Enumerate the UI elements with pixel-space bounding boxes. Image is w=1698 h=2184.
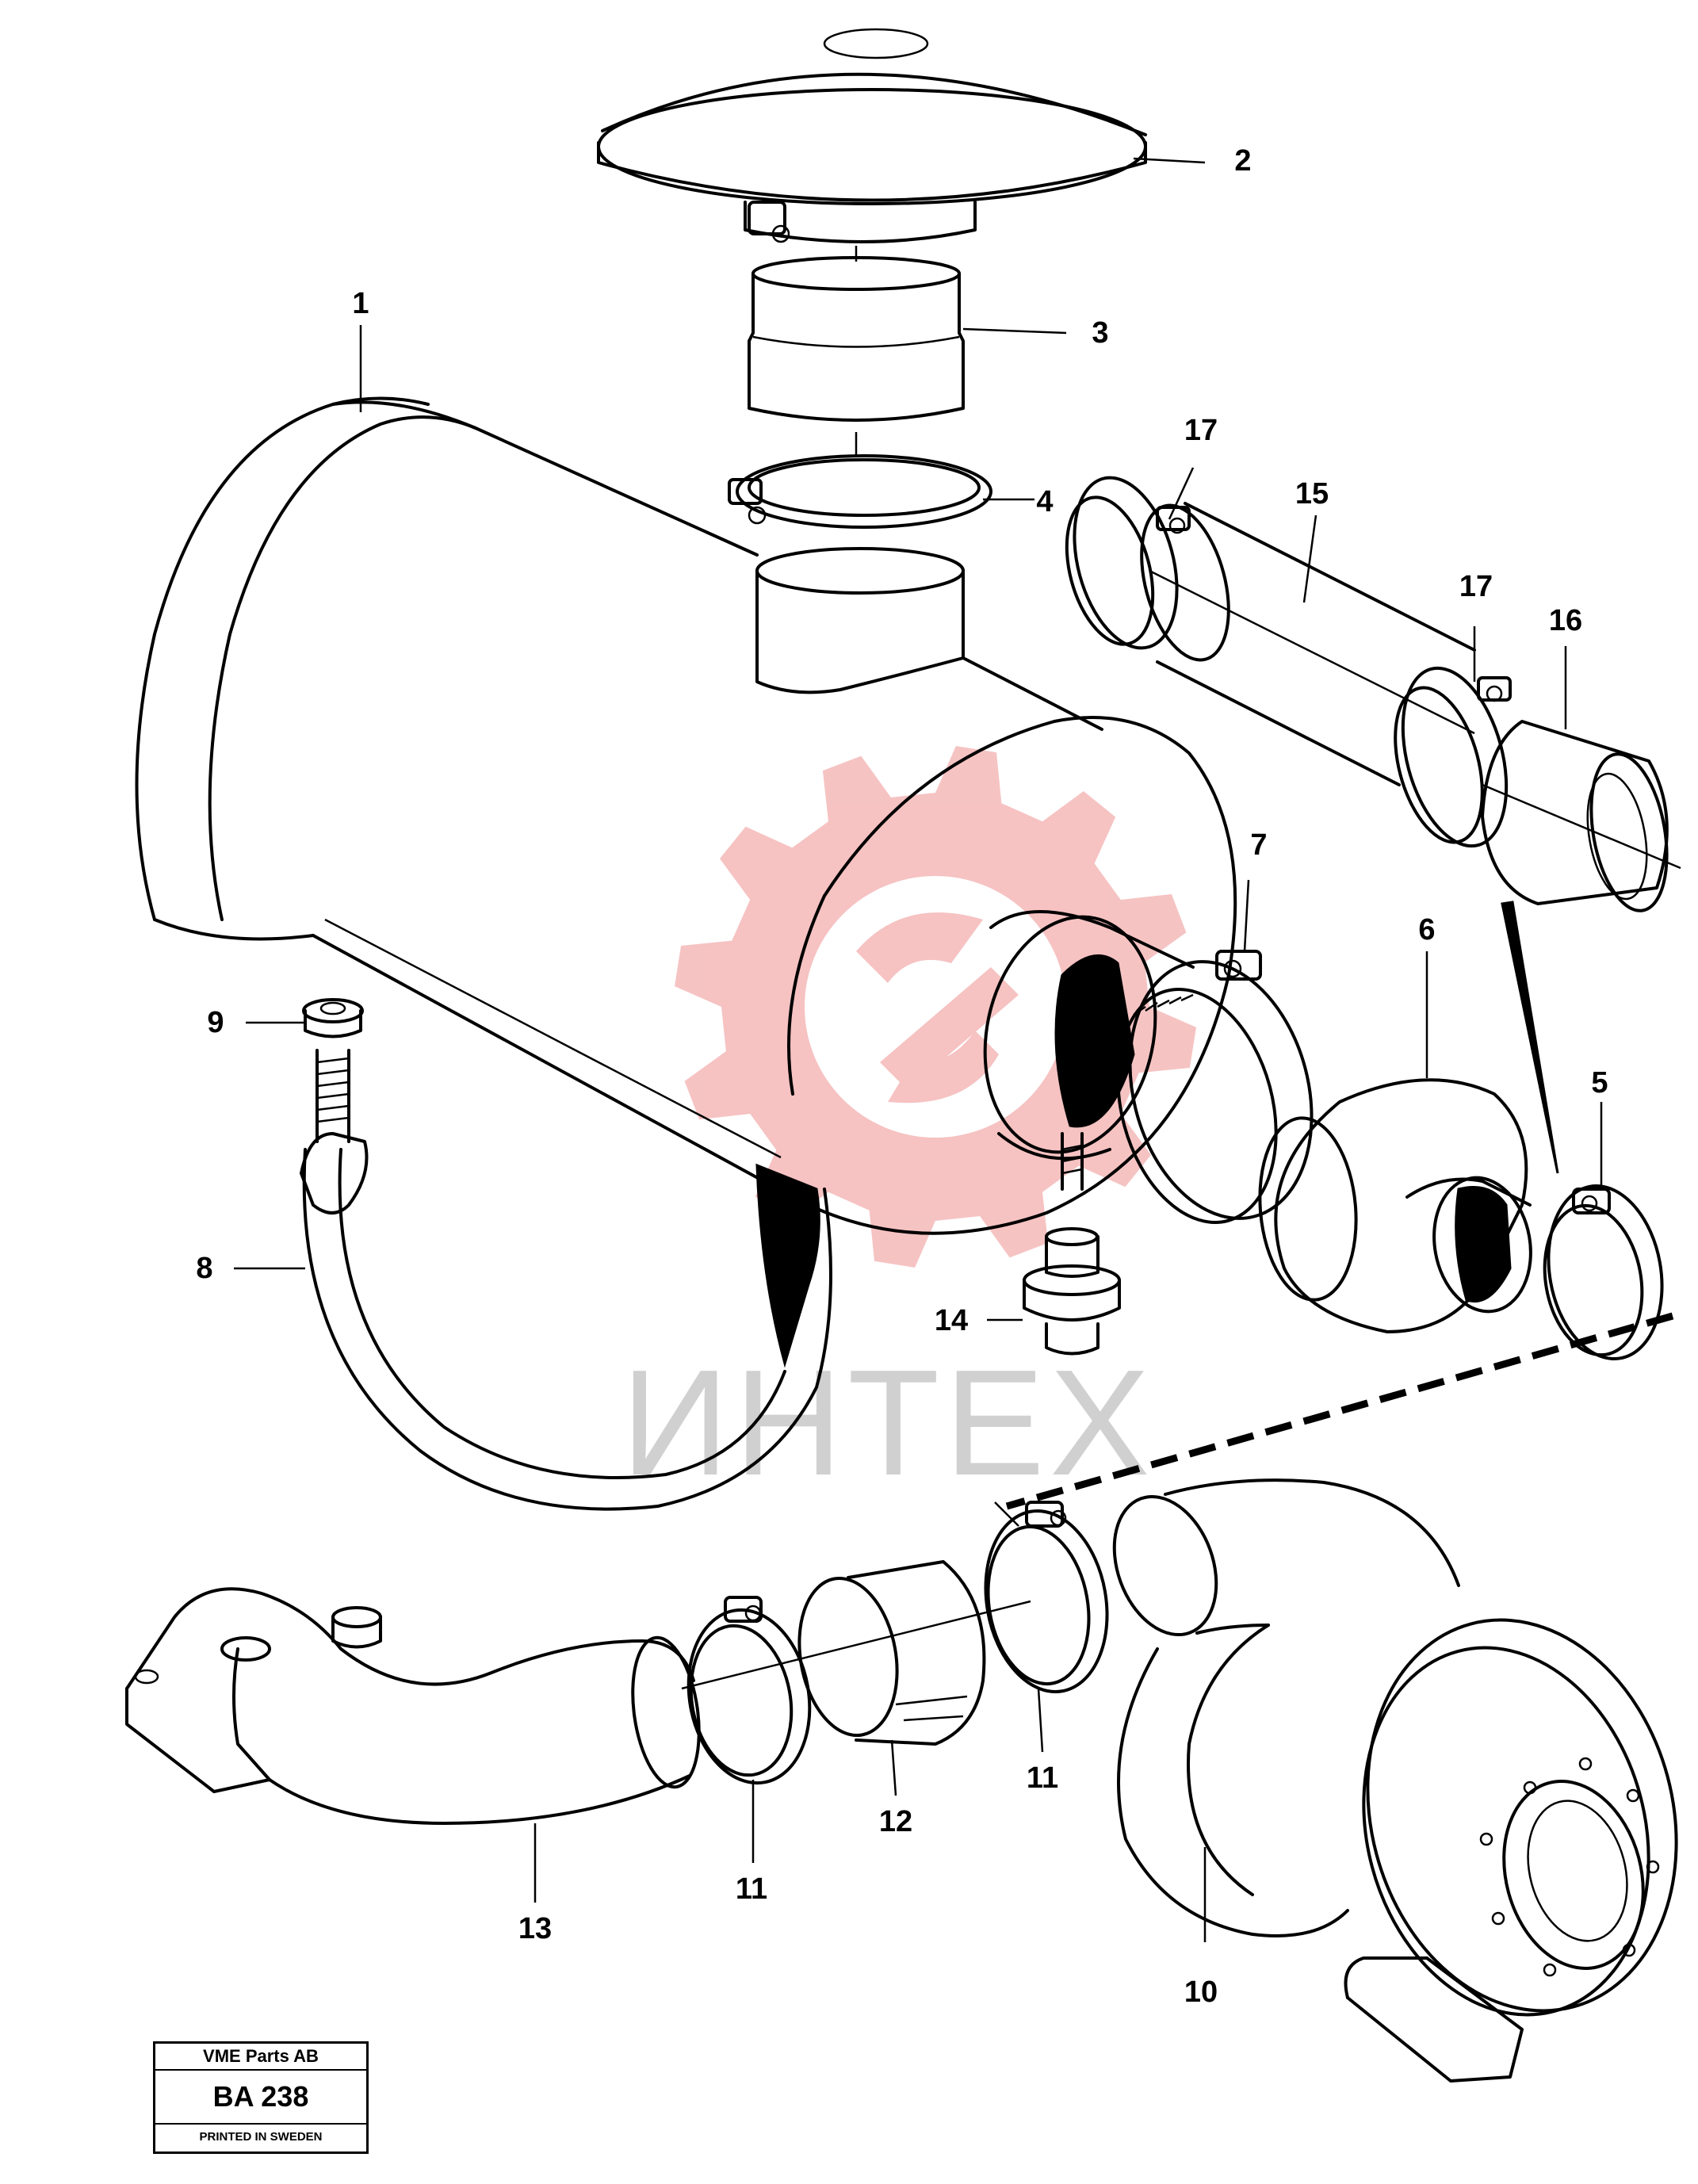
title-block-company: VME Parts AB bbox=[155, 2044, 366, 2071]
callout-9: 9 bbox=[207, 1006, 224, 1039]
part-3-sleeve bbox=[748, 246, 965, 422]
part-12-sleeve bbox=[797, 1560, 986, 1746]
part-10-turbocharger bbox=[1112, 1478, 1678, 2083]
callout-15: 15 bbox=[1295, 477, 1329, 511]
part-14-service-indicator bbox=[1023, 1132, 1121, 1356]
watermark-gear-icon bbox=[675, 746, 1196, 1268]
callout-11-right: 11 bbox=[1027, 1761, 1058, 1795]
title-block-printed: PRINTED IN SWEDEN bbox=[199, 2130, 323, 2144]
callout-5: 5 bbox=[1591, 1066, 1608, 1100]
part-8-mounting-strap bbox=[300, 1132, 832, 1511]
callout-14: 14 bbox=[935, 1304, 968, 1337]
part-13-intake-pipe bbox=[125, 1587, 1031, 1825]
part-9-flange-nut bbox=[302, 998, 364, 1143]
callout-7: 7 bbox=[1250, 828, 1267, 862]
part-15-hose bbox=[1140, 502, 1476, 786]
part-17-clamp-left bbox=[1065, 476, 1191, 650]
title-block: VME Parts AB BA 238 PRINTED IN SWEDEN bbox=[153, 2041, 369, 2154]
callout-1: 1 bbox=[352, 287, 369, 320]
callout-16: 16 bbox=[1549, 604, 1582, 637]
part-4-hose-clamp bbox=[728, 432, 992, 529]
part-5-hose-clamp bbox=[1543, 1184, 1664, 1361]
part-11-clamp-right bbox=[984, 1501, 1109, 1693]
part-6-reducer bbox=[1258, 1078, 1532, 1333]
callout-10: 10 bbox=[1184, 1976, 1218, 2009]
callout-11-left: 11 bbox=[736, 1872, 767, 1906]
watermark-text: ИНТЕХ bbox=[621, 1339, 1154, 1507]
callout-13: 13 bbox=[518, 1912, 552, 1945]
callout-6: 6 bbox=[1418, 913, 1435, 947]
title-block-drawing-code: BA 238 bbox=[155, 2071, 366, 2125]
callout-12: 12 bbox=[879, 1805, 912, 1838]
callout-17-left: 17 bbox=[1184, 414, 1218, 447]
callout-8: 8 bbox=[196, 1252, 212, 1285]
part-1-air-cleaner-housing bbox=[135, 396, 1237, 1235]
callout-17-right: 17 bbox=[1459, 570, 1493, 603]
callout-2: 2 bbox=[1234, 144, 1251, 178]
part-17-clamp-right bbox=[1394, 666, 1512, 848]
part-16-hose-coupling bbox=[1481, 720, 1681, 912]
callout-4: 4 bbox=[1036, 485, 1053, 518]
part-2-rain-cap bbox=[597, 28, 1147, 243]
callout-3: 3 bbox=[1092, 316, 1108, 350]
part-7-hose-clamp bbox=[1116, 950, 1314, 1224]
